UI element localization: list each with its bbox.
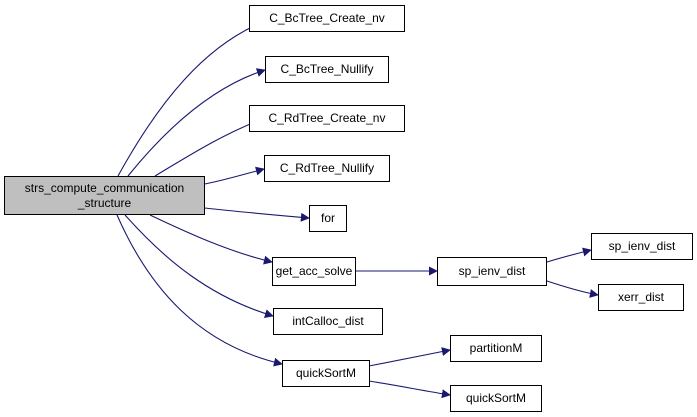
node-for[interactable]: for [309,205,347,232]
node-c-rdtree-create-nv[interactable]: C_RdTree_Create_nv [249,105,405,132]
node-quicksortm-leaf[interactable]: quickSortM [450,385,542,412]
edge-root-to-rdtree-create-nv [154,117,264,177]
node-strs-compute-communication-structure: strs_compute_communication _structure [4,176,205,215]
edge-sp-ienv-dist-to-sp-ienv-dist-leaf [546,247,592,263]
edge-root-to-intcalloc-dist [124,214,274,318]
edge-quicksortm-to-partitionm [368,347,451,367]
node-get-acc-solve[interactable]: get_acc_solve [272,257,356,286]
edge-root-to-bctree-create-nv [117,20,264,177]
edge-root-to-get-acc-solve [149,214,273,265]
edge-root-to-for [204,207,310,222]
node-xerr-dist[interactable]: xerr_dist [598,284,684,311]
node-sp-ienv-dist[interactable]: sp_ienv_dist [437,257,547,286]
node-partitionm[interactable]: partitionM [450,335,542,362]
node-c-bctree-nullify[interactable]: C_BcTree_Nullify [265,56,389,83]
node-intcalloc-dist[interactable]: intCalloc_dist [273,308,383,335]
node-label-line-1: strs_compute_communication [24,180,185,195]
edge-root-to-quicksortm [116,214,283,367]
node-quicksortm[interactable]: quickSortM [282,360,370,387]
edge-quicksortm-to-quicksortm-leaf [368,380,451,399]
edge-root-to-rdtree-nullify [204,166,265,185]
node-label-line-2: _structure [77,195,132,210]
node-c-rdtree-nullify[interactable]: C_RdTree_Nullify [264,155,390,182]
edge-sp-ienv-dist-to-xerr-dist [546,280,599,298]
edge-root-to-bctree-nullify [127,68,266,177]
node-c-bctree-create-nv[interactable]: C_BcTree_Create_nv [249,5,405,32]
node-sp-ienv-dist-leaf[interactable]: sp_ienv_dist [591,233,693,260]
